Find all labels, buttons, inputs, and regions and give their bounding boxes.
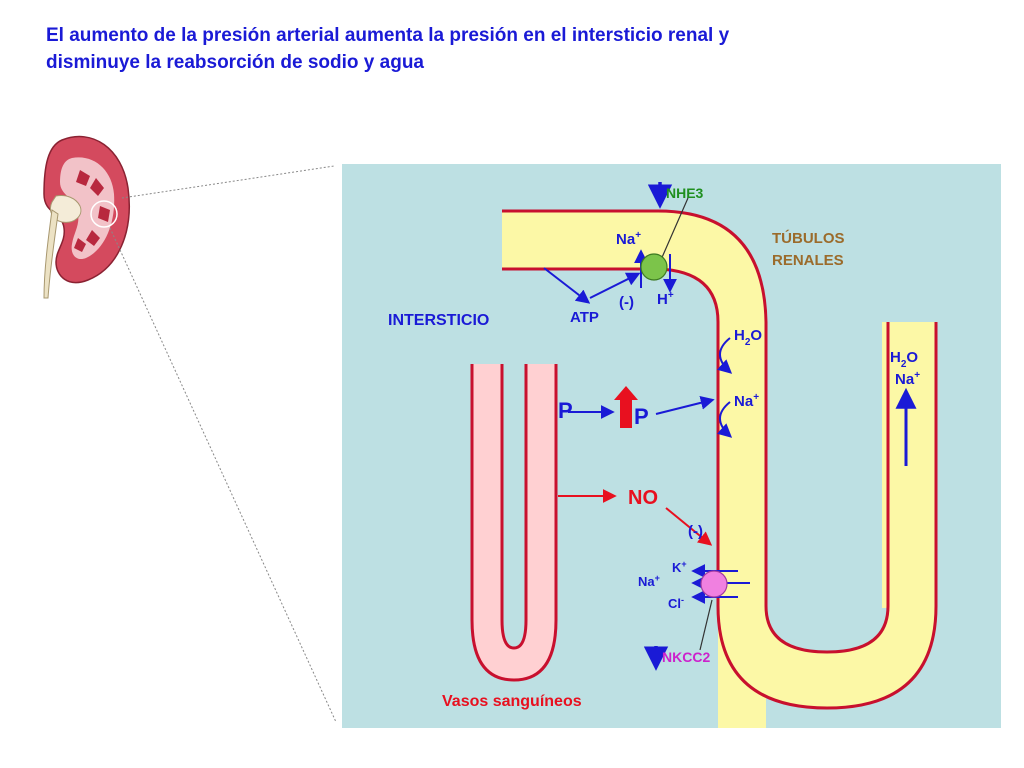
no-label: NO bbox=[628, 487, 658, 509]
na-top-label: Na+ bbox=[616, 230, 641, 248]
nhe3-transporter-icon bbox=[640, 253, 668, 281]
h2o-ascending-label: H2O bbox=[890, 349, 918, 370]
interstitial-pressure-label: P bbox=[634, 404, 649, 429]
pressure-to-tubule-arrow bbox=[655, 395, 715, 415]
slide-title: El aumento de la presión arterial aument… bbox=[46, 22, 946, 76]
na-bottom-label: Na+ bbox=[638, 573, 660, 589]
nkcc2-label: NKCC2 bbox=[662, 649, 710, 665]
zoom-line-bottom bbox=[109, 227, 337, 723]
h-plus-label: H+ bbox=[657, 290, 674, 308]
no-inhibit-arrow bbox=[665, 507, 713, 546]
h2o-descending-arrow bbox=[716, 337, 733, 374]
atp-to-transporter-arrow bbox=[589, 272, 641, 299]
nhe3-pointer bbox=[659, 197, 689, 263]
lumen-to-atp-arrow bbox=[543, 267, 591, 304]
atp-label: ATP bbox=[570, 309, 599, 326]
vasos-label: Vasos sanguíneos bbox=[442, 693, 582, 710]
intersticio-label: INTERSTICIO bbox=[388, 312, 489, 329]
inhibit-top-label: (-) bbox=[619, 294, 634, 311]
renal-tubule bbox=[502, 209, 938, 728]
blood-vessel bbox=[470, 364, 558, 682]
kidney-cross-section-icon bbox=[43, 135, 130, 299]
na-descending-label: Na+ bbox=[734, 392, 759, 410]
cl-minus-label: Cl- bbox=[668, 595, 684, 611]
nkcc2-pointer bbox=[699, 599, 713, 651]
inhibit-bottom-label: (-) bbox=[688, 523, 703, 540]
tubulos-label-line-2: RENALES bbox=[772, 252, 844, 269]
pressure-increase-icon bbox=[614, 386, 638, 428]
nkcc2-transporter-icon bbox=[700, 570, 728, 598]
na-ascending-label: Na+ bbox=[895, 370, 920, 388]
nhe3-label: NHE3 bbox=[666, 185, 704, 201]
na-descending-arrow bbox=[716, 401, 733, 438]
zoom-line-top bbox=[121, 165, 335, 199]
h2o-descending-label: H2O bbox=[734, 327, 762, 348]
tubulos-label-line-1: TÚBULOS bbox=[772, 229, 845, 247]
title-line-2: disminuye la reabsorción de sodio y agua bbox=[46, 52, 424, 73]
vessel-pressure-label: P bbox=[558, 398, 573, 423]
title-line-1: El aumento de la presión arterial aument… bbox=[46, 25, 730, 46]
k-plus-label: K+ bbox=[672, 559, 687, 575]
